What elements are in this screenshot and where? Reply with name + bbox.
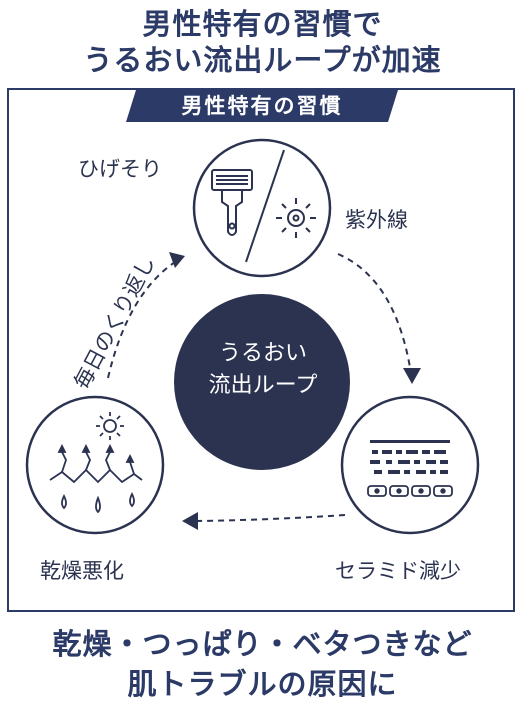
evaporation-icon bbox=[49, 443, 143, 514]
label-shaving: ひげそり bbox=[78, 157, 162, 181]
arrow-left bbox=[107, 259, 179, 379]
diagram-frame bbox=[7, 88, 515, 612]
center-label: うるおい 流出ループ bbox=[173, 338, 353, 402]
small-sun-icon bbox=[96, 412, 124, 440]
right-circle bbox=[340, 395, 480, 535]
bottom-line-2: 肌トラブルの原因に bbox=[127, 667, 398, 701]
arrow-top-right bbox=[337, 253, 413, 381]
label-dryness: 乾燥悪化 bbox=[40, 559, 124, 583]
center-label-line-2: 流出ループ bbox=[208, 373, 318, 398]
top-circle bbox=[192, 138, 332, 278]
left-circle bbox=[25, 395, 165, 535]
arrow-bottom-head bbox=[182, 512, 198, 530]
cell-row-icon bbox=[367, 485, 453, 497]
banner-label: 男性特有の習慣 bbox=[181, 94, 343, 118]
arrow-bottom bbox=[195, 514, 346, 522]
label-uv: 紫外線 bbox=[345, 208, 408, 232]
arrow-top-right-head bbox=[403, 368, 421, 384]
banner-shape bbox=[126, 90, 398, 122]
title-line-1: 男性特有の習慣で bbox=[142, 7, 383, 41]
bottom-line-1: 乾燥・つっぱり・ベタつきなど bbox=[52, 627, 473, 661]
arrow-left-head bbox=[169, 252, 185, 268]
razor-icon bbox=[211, 169, 253, 236]
top-circle-divider bbox=[245, 149, 285, 263]
center-label-line-1: うるおい bbox=[218, 341, 307, 366]
center-circle bbox=[174, 294, 350, 470]
title-line-2: うるおい流出ループが加速 bbox=[83, 43, 442, 77]
sun-icon bbox=[276, 198, 316, 238]
ceramide-layer-icon bbox=[370, 440, 450, 474]
label-ceramide: セラミド減少 bbox=[335, 559, 461, 583]
